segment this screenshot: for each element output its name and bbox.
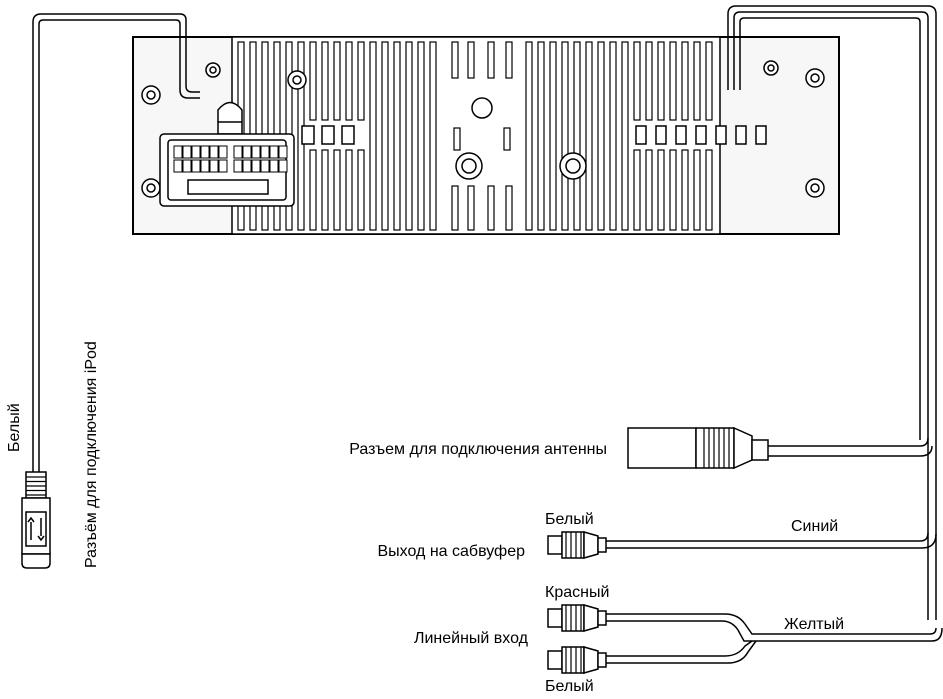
antenna-socket-icon [627, 426, 769, 470]
ipod-connector-icon [21, 471, 51, 569]
line-in-rca-red-icon [547, 604, 607, 632]
iso-connector-pins [173, 145, 288, 173]
fin-block-left [301, 125, 355, 145]
rear-cable-bundle [727, 5, 937, 620]
antenna-label: Разъем для подключения антенны [349, 441, 607, 458]
subwoofer-out-label: Выход на сабвуфер [378, 543, 526, 560]
ipod-cable [32, 13, 200, 472]
wires [32, 5, 943, 664]
line-in-wire-color-label: Желтый [784, 616, 844, 633]
line-in-label: Линейный вход [414, 630, 529, 647]
sub-wire-color-label: Синий [791, 518, 838, 535]
ipod-wire-color-label: Белый [6, 403, 23, 452]
ipod-connector-label: Разъём для подключения iPod [83, 341, 100, 568]
antenna-cable [768, 437, 929, 447]
mounting-holes [141, 60, 825, 198]
line-in-red-label: Красный [545, 584, 609, 601]
line-in-rca-white-icon [547, 646, 607, 674]
line-in-cable [604, 613, 937, 635]
line-in-white-label: Белый [545, 678, 594, 694]
subwoofer-rca-plug-icon [547, 531, 607, 559]
sub-plug-color-label: Белый [545, 511, 594, 528]
fin-block-right [635, 125, 767, 145]
subwoofer-cable [604, 532, 929, 542]
iso-power-connector [159, 101, 295, 207]
